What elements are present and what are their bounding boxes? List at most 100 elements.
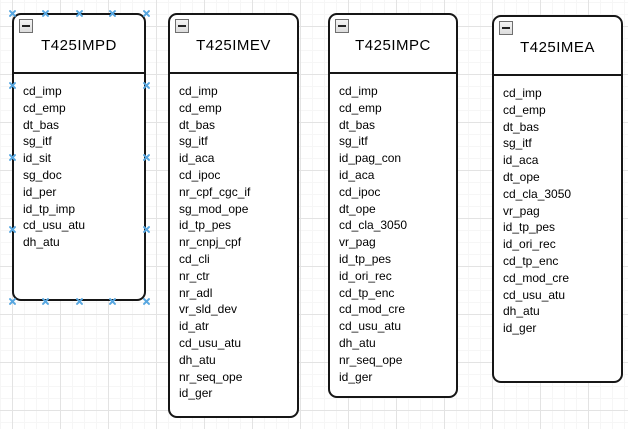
- field-row[interactable]: vr_pag: [339, 235, 376, 250]
- field-row[interactable]: nr_ctr: [179, 268, 210, 283]
- entity-header[interactable]: T425IMEV: [170, 15, 297, 74]
- field-row[interactable]: cd_ipoc: [339, 184, 381, 199]
- selection-handle[interactable]: [142, 153, 151, 162]
- entity-title: T425IMPC: [355, 37, 431, 54]
- field-row[interactable]: cd_mod_cre: [503, 270, 570, 285]
- field-row[interactable]: cd_tp_enc: [339, 285, 395, 300]
- field-row[interactable]: id_ger: [503, 321, 537, 336]
- field-row[interactable]: id_aca: [179, 151, 215, 166]
- field-row[interactable]: sg_mod_ope: [179, 201, 249, 216]
- selection-handle[interactable]: [108, 297, 117, 306]
- field-row[interactable]: cd_imp: [179, 84, 218, 98]
- field-row[interactable]: id_tp_pes: [339, 251, 392, 266]
- selection-handle[interactable]: [142, 297, 151, 306]
- field-row[interactable]: nr_cnpj_cpf: [179, 235, 242, 250]
- field-row[interactable]: cd_mod_cre: [339, 302, 406, 317]
- selection-handle[interactable]: [142, 9, 151, 18]
- selection-handle[interactable]: [8, 9, 17, 18]
- field-row[interactable]: id_ori_rec: [339, 268, 392, 283]
- field-row[interactable]: id_sit: [23, 151, 52, 166]
- field-row[interactable]: dh_atu: [23, 235, 60, 250]
- field-row[interactable]: dt_bas: [179, 117, 216, 132]
- minus-icon: [22, 25, 30, 27]
- field-row[interactable]: id_aca: [503, 153, 539, 168]
- field-row[interactable]: id_ori_rec: [503, 237, 556, 252]
- field-row[interactable]: cd_cla_3050: [339, 218, 408, 233]
- selection-handle[interactable]: [8, 225, 17, 234]
- field-row[interactable]: id_tp_pes: [179, 218, 232, 233]
- field-row[interactable]: cd_usu_atu: [503, 287, 566, 302]
- field-row[interactable]: cd_cla_3050: [503, 186, 572, 201]
- field-row[interactable]: dh_atu: [179, 352, 216, 367]
- selection-handle[interactable]: [75, 9, 84, 18]
- field-row[interactable]: cd_emp: [503, 102, 546, 117]
- field-row[interactable]: cd_emp: [179, 100, 222, 115]
- entity-header[interactable]: T425IMPD: [14, 15, 144, 74]
- entity-table-t425impc[interactable]: T425IMPC cd_imp cd_emp dt_bas sg_itf id_pag_…: [328, 13, 458, 398]
- field-row[interactable]: cd_imp: [503, 86, 542, 100]
- collapse-button[interactable]: [335, 19, 349, 33]
- field-row[interactable]: cd_imp: [23, 84, 62, 98]
- field-row[interactable]: cd_imp: [339, 84, 378, 98]
- selection-handle[interactable]: [41, 9, 50, 18]
- selection-handle[interactable]: [8, 81, 17, 90]
- field-row[interactable]: dh_atu: [503, 304, 540, 319]
- selection-handle[interactable]: [142, 225, 151, 234]
- collapse-button[interactable]: [19, 19, 33, 33]
- field-row[interactable]: nr_seq_ope: [339, 352, 403, 367]
- selection-handle[interactable]: [8, 297, 17, 306]
- field-row[interactable]: sg_doc: [23, 167, 62, 182]
- field-row[interactable]: vr_pag: [503, 203, 540, 218]
- field-row[interactable]: dt_bas: [339, 117, 376, 132]
- selection-handle[interactable]: [108, 9, 117, 18]
- entity-header[interactable]: T425IMPC: [330, 15, 456, 74]
- field-row[interactable]: cd_emp: [339, 100, 382, 115]
- field-row[interactable]: id_aca: [339, 167, 375, 182]
- field-row[interactable]: id_ger: [179, 386, 213, 401]
- collapse-button[interactable]: [499, 21, 513, 35]
- field-row[interactable]: sg_itf: [503, 136, 532, 151]
- field-row[interactable]: cd_usu_atu: [339, 319, 402, 334]
- field-row[interactable]: cd_cli: [179, 251, 210, 266]
- field-row[interactable]: dt_ope: [339, 201, 376, 216]
- field-row[interactable]: cd_usu_atu: [23, 218, 86, 233]
- entity-title: T425IMPD: [41, 37, 117, 54]
- field-row[interactable]: id_per: [23, 184, 57, 199]
- field-row[interactable]: dh_atu: [339, 335, 376, 350]
- collapse-button[interactable]: [175, 19, 189, 33]
- field-row[interactable]: id_atr: [179, 319, 210, 334]
- selection-handle[interactable]: [8, 153, 17, 162]
- field-row[interactable]: cd_ipoc: [179, 167, 221, 182]
- field-row[interactable]: nr_adl: [179, 285, 213, 300]
- entity-title: T425IMEA: [520, 39, 595, 56]
- field-row[interactable]: nr_seq_ope: [179, 369, 243, 384]
- entity-header[interactable]: T425IMEA: [494, 17, 621, 76]
- field-row[interactable]: nr_cpf_cgc_if: [179, 184, 251, 199]
- field-row[interactable]: dt_ope: [503, 169, 540, 184]
- field-row[interactable]: sg_itf: [179, 134, 208, 149]
- field-row[interactable]: dt_bas: [503, 119, 540, 134]
- minus-icon: [338, 25, 346, 27]
- field-row[interactable]: id_pag_con: [339, 151, 402, 166]
- field-row[interactable]: cd_tp_enc: [503, 253, 559, 268]
- field-row[interactable]: dt_bas: [23, 117, 60, 132]
- selection-handle[interactable]: [142, 81, 151, 90]
- field-row[interactable]: vr_sld_dev: [179, 302, 238, 317]
- field-row[interactable]: id_tp_imp: [23, 201, 76, 216]
- selection-handle[interactable]: [75, 297, 84, 306]
- field-row[interactable]: sg_itf: [23, 134, 52, 149]
- field-row[interactable]: sg_itf: [339, 134, 368, 149]
- selection-handle[interactable]: [41, 297, 50, 306]
- field-row[interactable]: cd_usu_atu: [179, 335, 242, 350]
- field-row[interactable]: id_tp_pes: [503, 220, 556, 235]
- field-row[interactable]: id_ger: [339, 369, 373, 384]
- field-row[interactable]: cd_emp: [23, 100, 66, 115]
